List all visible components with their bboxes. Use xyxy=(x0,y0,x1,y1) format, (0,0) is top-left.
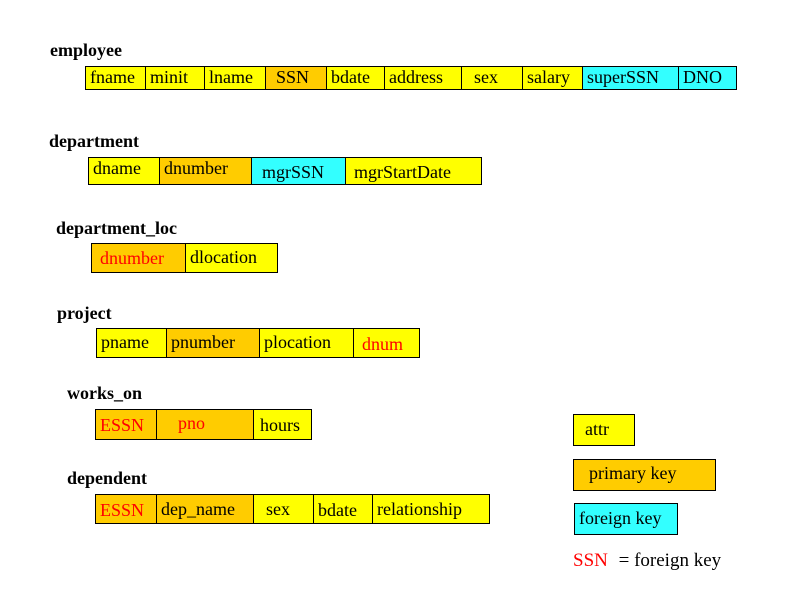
department-field-mgrssn: mgrSSN xyxy=(251,157,346,185)
employee-table: fname minit lname SSN bdate address sex … xyxy=(85,66,737,90)
works-on-field-pno: pno xyxy=(156,409,254,440)
employee-field-lname: lname xyxy=(204,66,266,90)
employee-field-dno: DNO xyxy=(678,66,737,90)
works-on-table: ESSN pno hours xyxy=(95,409,312,440)
dependent-title: dependent xyxy=(67,468,148,488)
project-field-pname: pname xyxy=(96,328,167,358)
dependent-field-bdate: bdate xyxy=(313,494,373,524)
dependent-field-essn: ESSN xyxy=(95,494,157,524)
department-loc-title: department_loc xyxy=(56,218,177,238)
legend-foreign-key: foreign key xyxy=(574,503,678,535)
employee-field-ssn: SSN xyxy=(265,66,327,90)
employee-field-fname: fname xyxy=(85,66,146,90)
legend-fk-example: SSN xyxy=(573,550,608,571)
project-field-dnum: dnum xyxy=(353,328,420,358)
works-on-field-hours: hours xyxy=(253,409,312,440)
project-title: project xyxy=(57,303,112,323)
dependent-field-relationship: relationship xyxy=(372,494,490,524)
employee-field-salary: salary xyxy=(522,66,583,90)
project-field-pnumber: pnumber xyxy=(166,328,260,358)
project-table: pname pnumber plocation dnum xyxy=(96,328,420,358)
legend-attribute: attr xyxy=(573,414,635,446)
legend-fk-equals: = foreign key xyxy=(618,550,722,571)
employee-field-address: address xyxy=(384,66,462,90)
legend-foreign-key-note: SSN = foreign key xyxy=(573,550,721,572)
department-field-dname: dname xyxy=(88,157,160,185)
department-loc-field-dlocation: dlocation xyxy=(185,243,278,273)
department-field-mgrstartdate: mgrStartDate xyxy=(345,157,482,185)
works-on-field-essn: ESSN xyxy=(95,409,157,440)
dependent-field-sex: sex xyxy=(253,494,314,524)
department-table: dname dnumber mgrSSN mgrStartDate xyxy=(88,157,482,185)
works-on-title: works_on xyxy=(67,383,143,403)
employee-field-bdate: bdate xyxy=(326,66,385,90)
dependent-field-dep-name: dep_name xyxy=(156,494,254,524)
employee-field-superssn: superSSN xyxy=(582,66,679,90)
department-title: department xyxy=(49,131,139,151)
project-field-plocation: plocation xyxy=(259,328,354,358)
department-loc-field-dnumber: dnumber xyxy=(91,243,186,273)
employee-title: employee xyxy=(50,40,122,60)
employee-field-minit: minit xyxy=(145,66,205,90)
department-field-dnumber: dnumber xyxy=(159,157,252,185)
department-loc-table: dnumber dlocation xyxy=(91,243,278,273)
legend-primary-key: primary key xyxy=(573,459,716,491)
employee-field-sex: sex xyxy=(461,66,523,90)
dependent-table: ESSN dep_name sex bdate relationship xyxy=(95,494,490,524)
